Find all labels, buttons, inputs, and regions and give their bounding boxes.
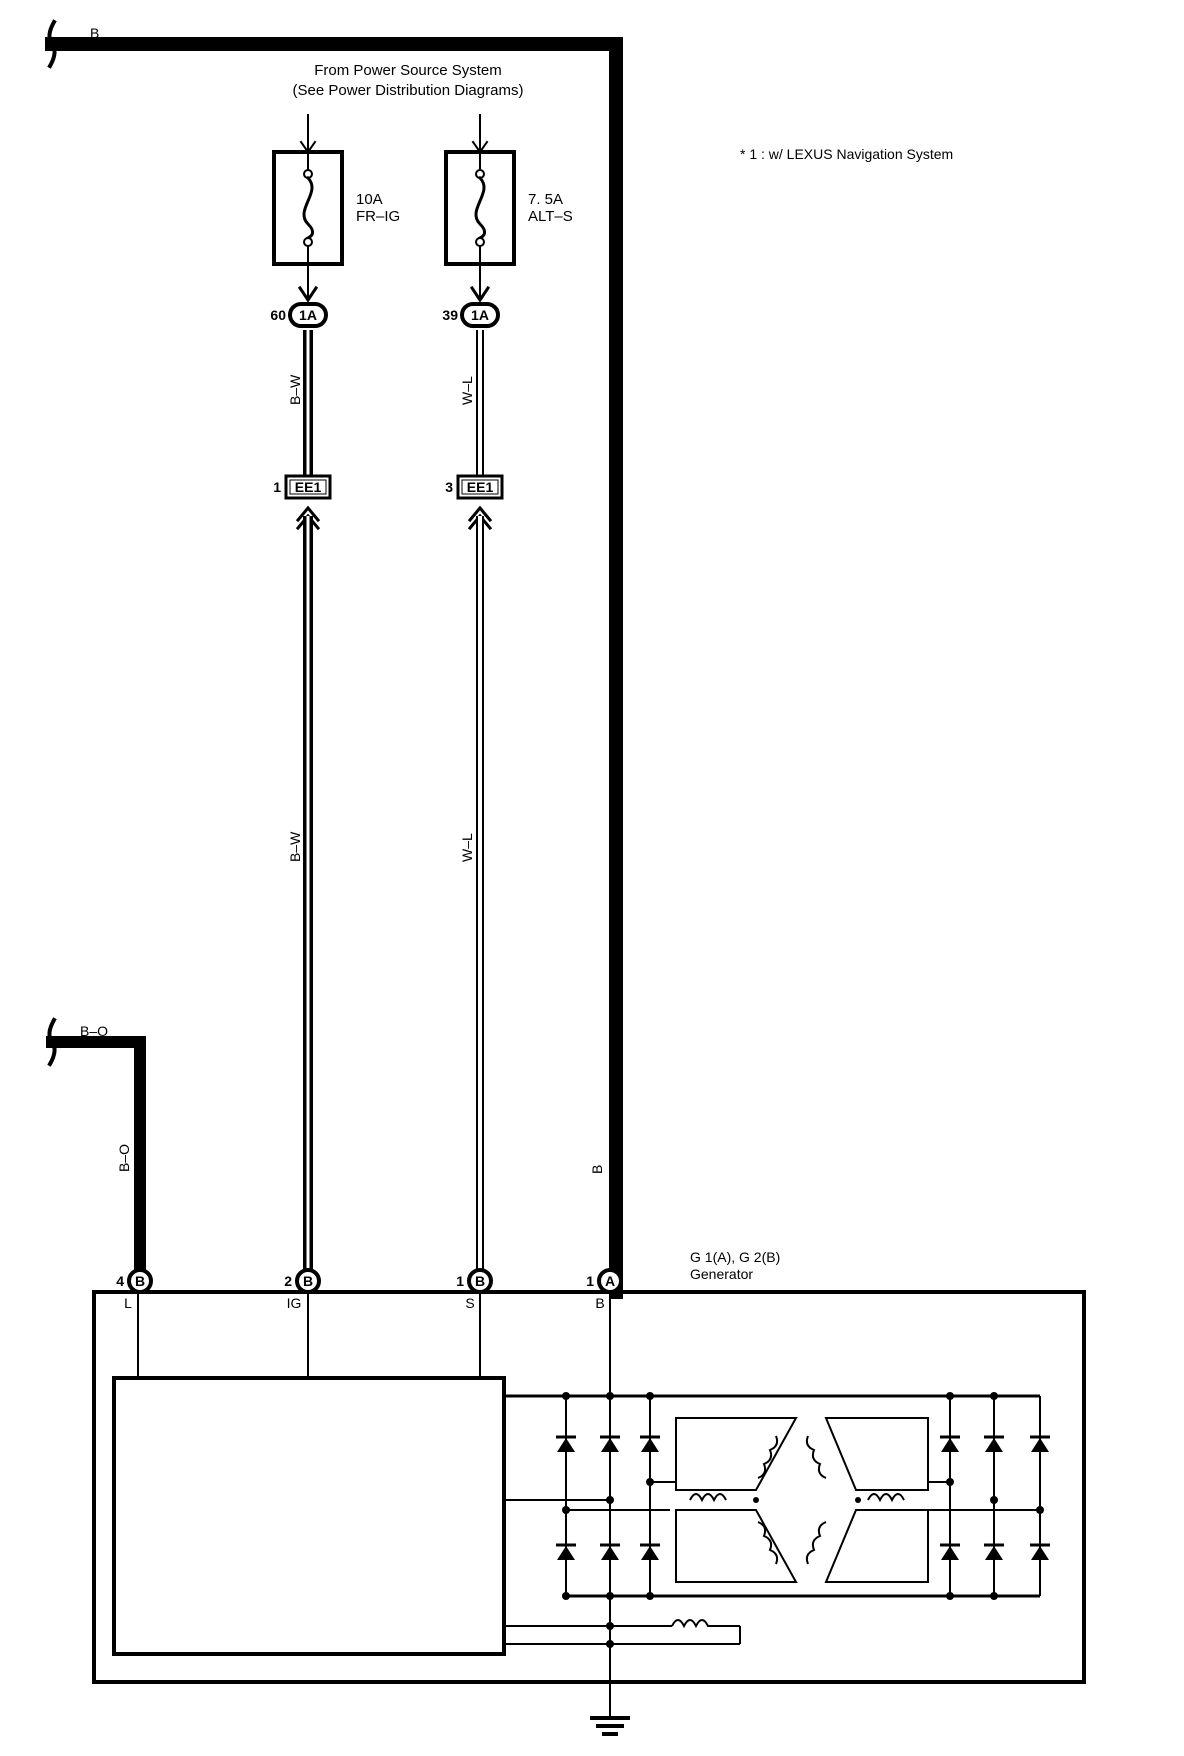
svg-text:B: B [303,1273,313,1289]
wire-label-top-b: B [90,25,99,41]
generator-id: G 1(A), G 2(B) [690,1249,780,1265]
diode-bridge-right [928,1396,1050,1596]
connector-ee1-left-id: EE1 [295,479,322,495]
connector-ee1-right-id: EE1 [467,479,494,495]
diode-icon [940,1435,1050,1560]
generator-term-s: S [465,1295,474,1311]
wire-b-w [295,114,321,1278]
diode-bridge-left [556,1396,676,1596]
wire-label-b-o-vert: B–O [116,1144,132,1172]
source-line1: From Power Source System [314,62,502,79]
generator-term-l: L [124,1295,132,1311]
svg-text:B: B [475,1273,485,1289]
regulator-block [112,1376,506,1656]
connector-ee1-right: EE1 [456,474,504,500]
generator-pin-ig-num: 2 [284,1273,292,1289]
connector-ee1-right-pin: 3 [445,479,453,495]
generator-term-b: B [595,1295,604,1311]
svg-text:B: B [135,1273,145,1289]
fuse-fr-ig-name: FR–IG [356,208,400,225]
wire-b-main [45,19,623,1299]
fuse-fr-ig-rating: 10A [356,191,383,208]
generator-pin-l: B [127,1268,153,1294]
fuse-alt-s [444,150,516,266]
generator-term-ig: IG [287,1295,302,1311]
wire-label-b-o-top: B–O [80,1023,108,1039]
connector-1a-left: 1A [288,302,328,328]
wire-label-w-l-lower: W–L [459,833,475,862]
connector-ee1-left-pin: 1 [273,479,281,495]
source-line2: (See Power Distribution Diagrams) [293,82,524,99]
generator-name: Generator [690,1266,753,1282]
rotor-coil-icon [504,1619,741,1645]
connector-1a-right: 1A [460,302,500,328]
fuse-icon [474,152,487,264]
svg-text:A: A [605,1273,615,1289]
wire-w-l [467,114,493,1278]
connector-1a-right-id: 1A [471,307,489,323]
note-text: * 1 : w/ LEXUS Navigation System [740,146,953,162]
fuse-alt-s-name: ALT–S [528,208,573,225]
stator-coil-icon [675,1417,929,1583]
generator-pin-l-num: 4 [116,1273,124,1289]
generator-pin-s: B [467,1268,493,1294]
generator-pin-b-num: 1 [586,1273,594,1289]
wire-label-w-l-upper: W–L [459,376,475,405]
generator-body [92,1290,1086,1718]
fuse-icon [302,152,315,264]
diode-icon [556,1435,660,1560]
generator-pin-b: A [597,1268,623,1294]
ground-icon [590,1682,630,1736]
connector-ee1-left: EE1 [284,474,332,500]
connector-1a-left-id: 1A [299,307,317,323]
wire-label-b-w-lower: B–W [287,831,303,862]
fuse-fr-ig [272,150,344,266]
fuse-alt-s-rating: 7. 5A [528,191,563,208]
connector-1a-right-pin: 39 [442,307,458,323]
wire-label-b-w-upper: B–W [287,374,303,405]
generator-pin-s-num: 1 [456,1273,464,1289]
wire-b-o [46,1017,146,1286]
wire-label-b-vert: B [589,1165,605,1174]
generator-pin-ig: B [295,1268,321,1294]
connector-1a-left-pin: 60 [270,307,286,323]
